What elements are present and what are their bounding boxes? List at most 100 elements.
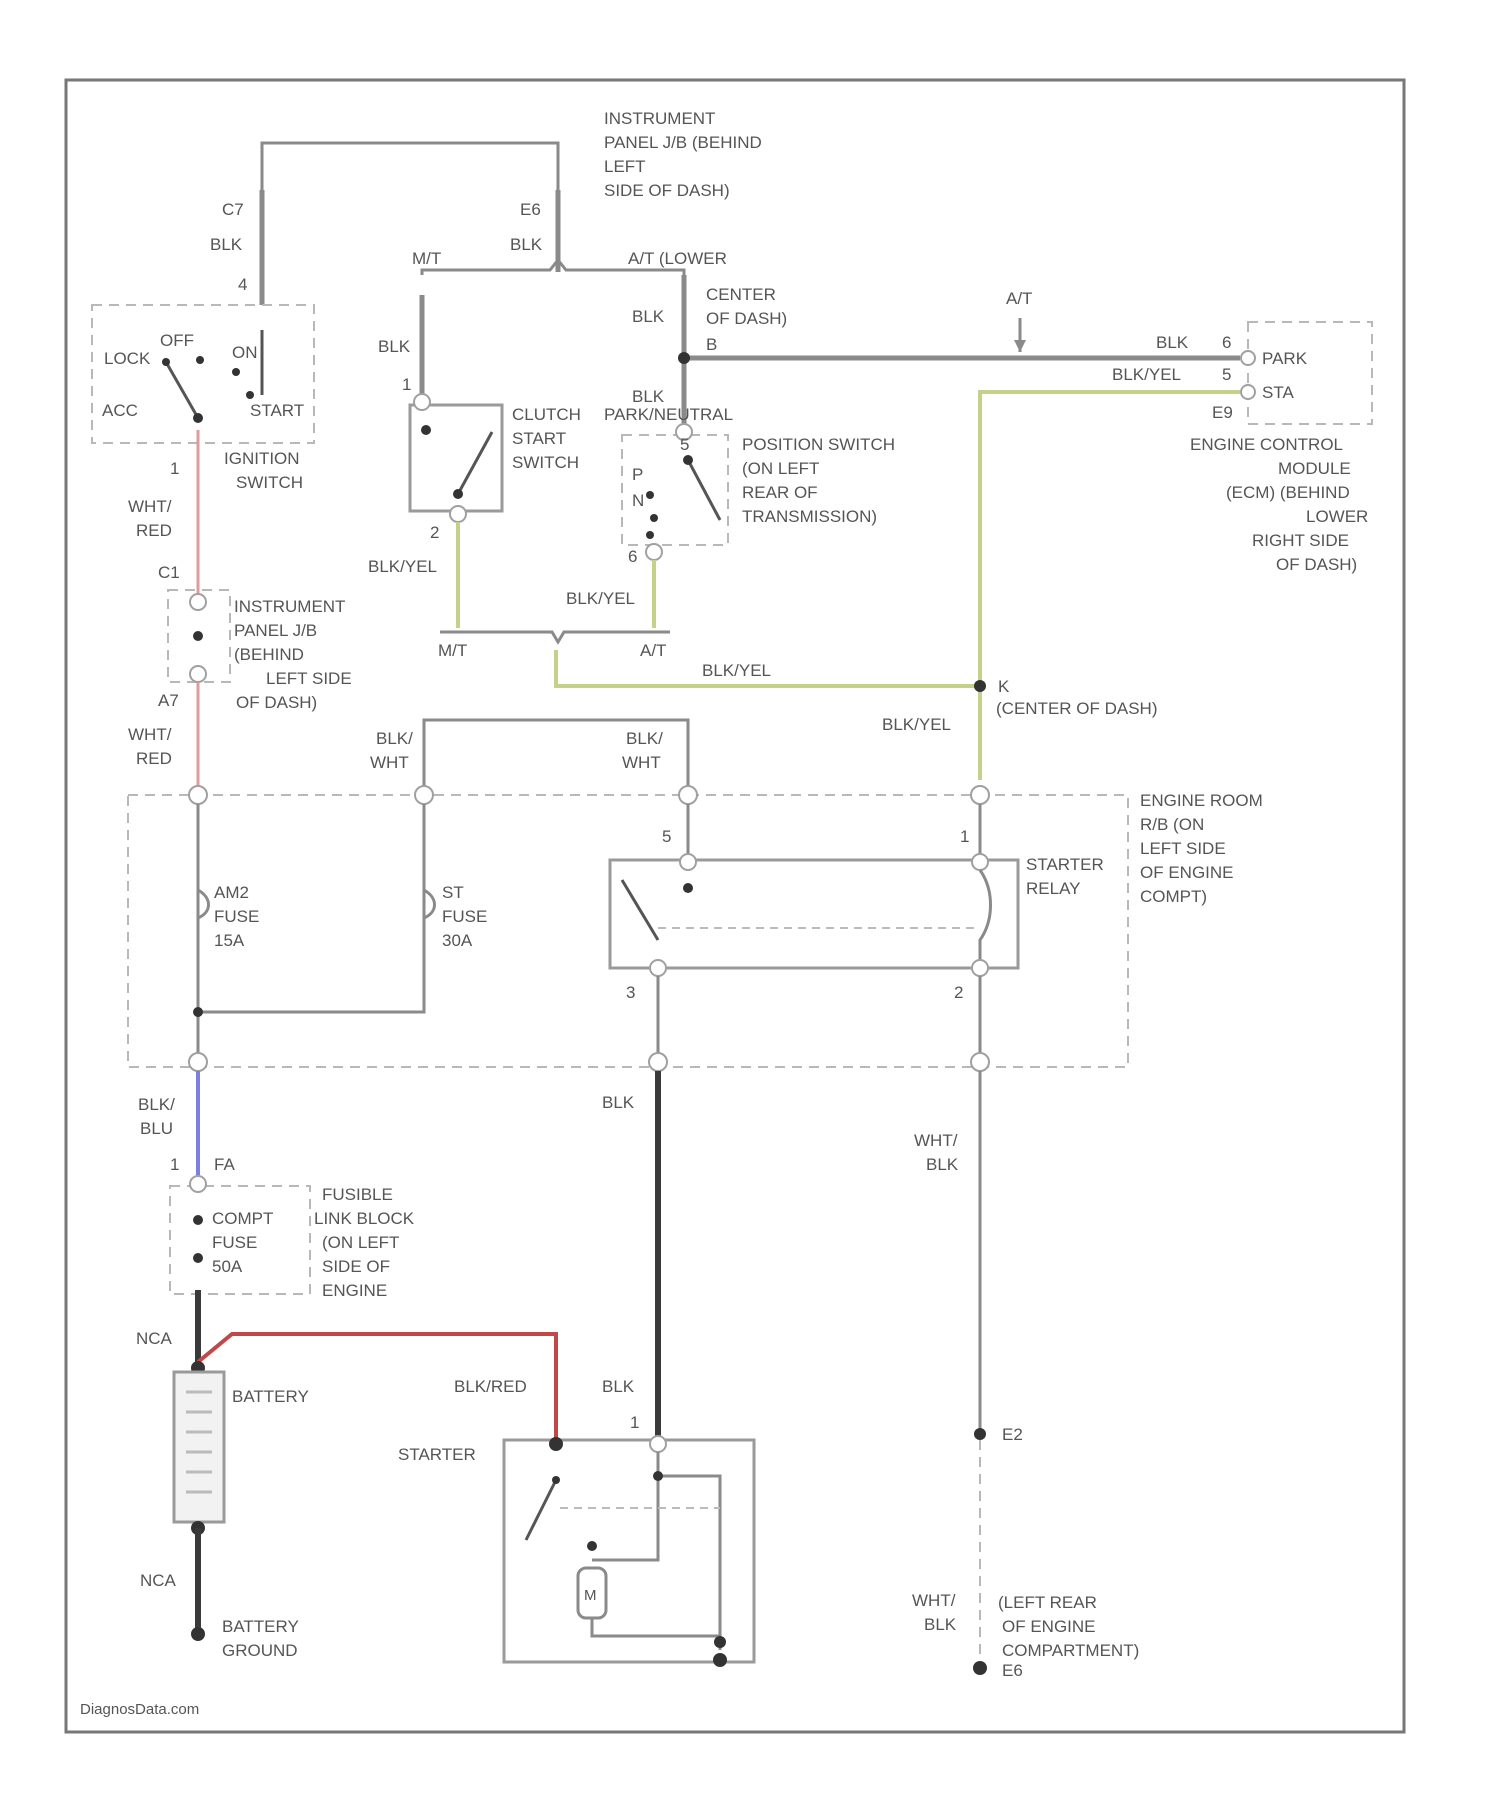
battery: [174, 1372, 224, 1522]
svg-text:IGNITION: IGNITION: [224, 449, 300, 468]
center-of-dash-k-label: (CENTER OF DASH): [996, 699, 1158, 718]
label-mt: M/T: [412, 249, 441, 268]
wire-label-blk-pn: BLK: [632, 387, 665, 406]
pn-switch-blade: [688, 460, 720, 520]
starter-solenoid-wire: [592, 1452, 658, 1560]
svg-text:START: START: [512, 429, 566, 448]
ignition-switch-box: [92, 305, 314, 443]
wht-blk-label-1: WHT/ BLK: [914, 1131, 959, 1174]
svg-text:CENTER: CENTER: [706, 285, 776, 304]
connector-c7: C7: [222, 200, 244, 219]
svg-text:(ECM) (BEHIND: (ECM) (BEHIND: [1226, 483, 1350, 502]
svg-text:WHT/: WHT/: [912, 1591, 956, 1610]
svg-text:MODULE: MODULE: [1278, 459, 1351, 478]
svg-text:GROUND: GROUND: [222, 1641, 298, 1660]
wire-label-blk-mt: BLK: [378, 337, 411, 356]
svg-text:(LEFT REAR: (LEFT REAR: [998, 1593, 1097, 1612]
svg-text:RELAY: RELAY: [1026, 879, 1081, 898]
pin-5-pn: 5: [680, 435, 689, 454]
svg-text:OF DASH): OF DASH): [706, 309, 787, 328]
svg-text:ENGINE CONTROL: ENGINE CONTROL: [1190, 435, 1343, 454]
svg-text:LOWER: LOWER: [1306, 507, 1368, 526]
fusible-link-label: FUSIBLE LINK BLOCK (ON LEFT SIDE OF ENGI…: [314, 1185, 415, 1300]
position-switch-label: POSITION SWITCH (ON LEFT REAR OF TRANSMI…: [742, 435, 895, 526]
svg-text:SWITCH: SWITCH: [236, 473, 303, 492]
connector-k: K: [998, 677, 1010, 696]
wire-label-blkyel-ecm: BLK/YEL: [1112, 365, 1181, 384]
starter-hold-wire: [658, 1476, 720, 1650]
clutch-switch-blade: [458, 432, 492, 494]
footer-watermark: DiagnosData.com: [80, 1701, 199, 1718]
wire-merge-split: [440, 632, 670, 642]
svg-text:TRANSMISSION): TRANSMISSION): [742, 507, 877, 526]
svg-text:(BEHIND: (BEHIND: [234, 645, 304, 664]
pin-1-clutch: 1: [402, 375, 411, 394]
svg-text:FUSIBLE: FUSIBLE: [322, 1185, 393, 1204]
pin-6-pn: 6: [628, 547, 637, 566]
wire-label-blk-ecm: BLK: [1156, 333, 1189, 352]
connector-e6-ground: E6: [1002, 1661, 1023, 1680]
wire-label-blkyel-2: BLK/YEL: [566, 589, 635, 608]
svg-text:50A: 50A: [212, 1257, 243, 1276]
pin-2-relay: 2: [954, 983, 963, 1002]
pin-1-ign: 1: [170, 459, 179, 478]
relay-coil: [980, 870, 991, 962]
pin-1-relay: 1: [960, 827, 969, 846]
arrow-at: [1014, 340, 1026, 352]
svg-text:STARTER: STARTER: [1026, 855, 1104, 874]
svg-text:WHT/: WHT/: [914, 1131, 958, 1150]
wht-blk-label-2: WHT/ BLK: [912, 1591, 957, 1634]
connector-b: B: [706, 335, 717, 354]
starter-label: STARTER: [398, 1445, 476, 1464]
connector-fa: FA: [214, 1155, 235, 1174]
pn-pos-n: N: [632, 491, 644, 510]
pin-1-starter: 1: [630, 1413, 639, 1432]
ip-jb-left-label: INSTRUMENT PANEL J/B (BEHIND LEFT SIDE O…: [234, 597, 352, 712]
wht-red-label-2: WHT/ RED: [128, 725, 172, 768]
wire-label-blk-3: BLK: [632, 307, 665, 326]
starter-relay-box: [610, 860, 1018, 968]
connector-e9: E9: [1212, 403, 1233, 422]
ignition-switch-blade: [166, 362, 198, 418]
clutch-start-label: CLUTCH START SWITCH: [512, 405, 581, 472]
park-neutral-switch-box: [622, 435, 728, 545]
svg-text:POSITION SWITCH: POSITION SWITCH: [742, 435, 895, 454]
svg-text:ST: ST: [442, 883, 464, 902]
svg-text:LEFT SIDE: LEFT SIDE: [266, 669, 352, 688]
svg-text:OF ENGINE: OF ENGINE: [1002, 1617, 1096, 1636]
svg-text:BLU: BLU: [140, 1119, 173, 1138]
pin-1-fa: 1: [170, 1155, 179, 1174]
svg-text:LEFT: LEFT: [604, 157, 646, 176]
svg-text:LINK BLOCK: LINK BLOCK: [314, 1209, 415, 1228]
wire-label-blkyel-3: BLK/YEL: [702, 661, 771, 680]
svg-text:BLK: BLK: [924, 1615, 957, 1634]
ecm-pin-park: PARK: [1262, 349, 1308, 368]
svg-text:FUSE: FUSE: [214, 907, 259, 926]
svg-text:ENGINE ROOM: ENGINE ROOM: [1140, 791, 1263, 810]
pin-3-relay: 3: [626, 983, 635, 1002]
ecm-box: [1248, 322, 1372, 424]
svg-text:BLK/: BLK/: [376, 729, 413, 748]
wire-label-blk-starter: BLK: [602, 1377, 635, 1396]
svg-text:CLUTCH: CLUTCH: [512, 405, 581, 424]
wire-label-blk-relay: BLK: [602, 1093, 635, 1112]
svg-text:OF DASH): OF DASH): [1276, 555, 1357, 574]
wire-label-blk-1: BLK: [210, 235, 243, 254]
connector-c1: C1: [158, 563, 180, 582]
svg-text:INSTRUMENT: INSTRUMENT: [234, 597, 345, 616]
ignition-positions: LOCK OFF ON ACC START: [102, 331, 304, 420]
svg-text:R/B (ON: R/B (ON: [1140, 815, 1204, 834]
blk-blu-label: BLK/ BLU: [138, 1095, 175, 1138]
engine-room-label: ENGINE ROOM R/B (ON LEFT SIDE OF ENGINE …: [1140, 791, 1263, 906]
wire-label-blkyel-1: BLK/YEL: [368, 557, 437, 576]
pn-pos-p: P: [632, 465, 643, 484]
svg-text:15A: 15A: [214, 931, 245, 950]
wht-red-label-1: WHT/ RED: [128, 497, 172, 540]
svg-text:FUSE: FUSE: [442, 907, 487, 926]
svg-text:RIGHT SIDE: RIGHT SIDE: [1252, 531, 1349, 550]
connector-e6: E6: [520, 200, 541, 219]
compt-fuse-label: COMPT FUSE 50A: [212, 1209, 273, 1276]
svg-text:BLK/: BLK/: [138, 1095, 175, 1114]
center-of-dash-label: CENTER OF DASH): [706, 285, 787, 328]
